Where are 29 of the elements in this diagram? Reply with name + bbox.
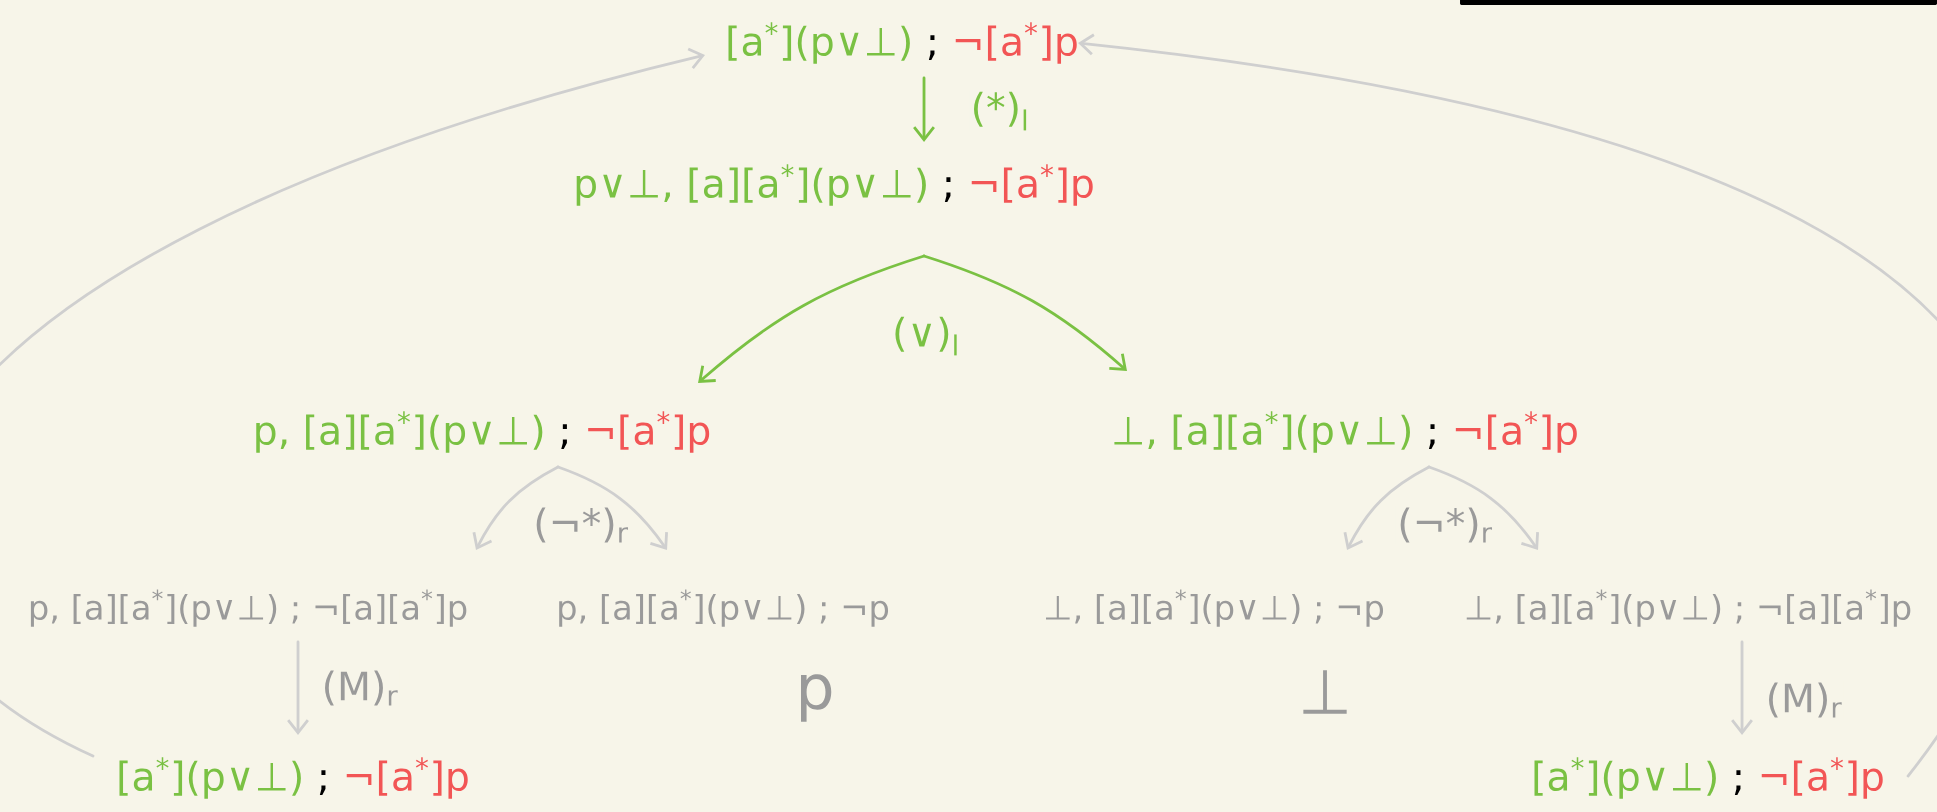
arrow <box>1427 465 1539 550</box>
edge-label: (∨)$_{l}$ <box>890 315 962 357</box>
sequent-text: [a$^{*}$](p∨⊥) ; ¬[a$^{*}$]p <box>1534 757 1883 799</box>
sequent-text: ⊥, [a][a$^{*}$](p∨⊥) ; ¬p <box>1046 589 1384 627</box>
arrow <box>913 76 935 142</box>
sequent-text: [a$^{*}$](p∨⊥) ; ¬[a$^{*}$]p <box>119 757 468 799</box>
sequent-text: p, [a][a$^{*}$](p∨⊥) ; ¬p <box>559 589 889 627</box>
arrow <box>556 465 668 550</box>
edge-label: (¬*)$_{r}$ <box>1395 506 1495 544</box>
edge-label: (M)$_{r}$ <box>320 669 400 707</box>
sequent-text: ⊥, [a][a$^{*}$](p∨⊥) ; ¬[a$^{*}$]p <box>1114 411 1577 453</box>
arrow <box>1731 640 1753 735</box>
arrow <box>0 47 705 758</box>
sequent-text: p, [a][a$^{*}$](p∨⊥) ; ¬[a$^{*}$]p <box>256 411 710 453</box>
sequent-text: [a$^{*}$](p∨⊥) ; ¬[a$^{*}$]p <box>728 22 1077 64</box>
arrow <box>287 640 309 735</box>
sequent-text: p, [a][a$^{*}$](p∨⊥) ; ¬[a][a$^{*}$]p <box>30 589 467 627</box>
closed-branch-mark: ⊥ <box>1303 670 1347 714</box>
arrow <box>472 465 560 550</box>
arrow <box>1343 465 1431 550</box>
arrow <box>1078 33 1937 778</box>
sequent-text: ⊥, [a][a$^{*}$](p∨⊥) ; ¬[a][a$^{*}$]p <box>1466 589 1911 627</box>
edge-label: (M)$_{r}$ <box>1764 681 1844 719</box>
closed-branch-mark: p <box>801 674 832 722</box>
edge-label: (*)$_{l}$ <box>969 90 1031 132</box>
arrow <box>698 254 926 383</box>
arrow <box>922 254 1127 371</box>
sequent-text: p∨⊥, [a][a$^{*}$](p∨⊥) ; ¬[a$^{*}$]p <box>576 164 1093 206</box>
edge-label: (¬*)$_{r}$ <box>531 506 631 544</box>
